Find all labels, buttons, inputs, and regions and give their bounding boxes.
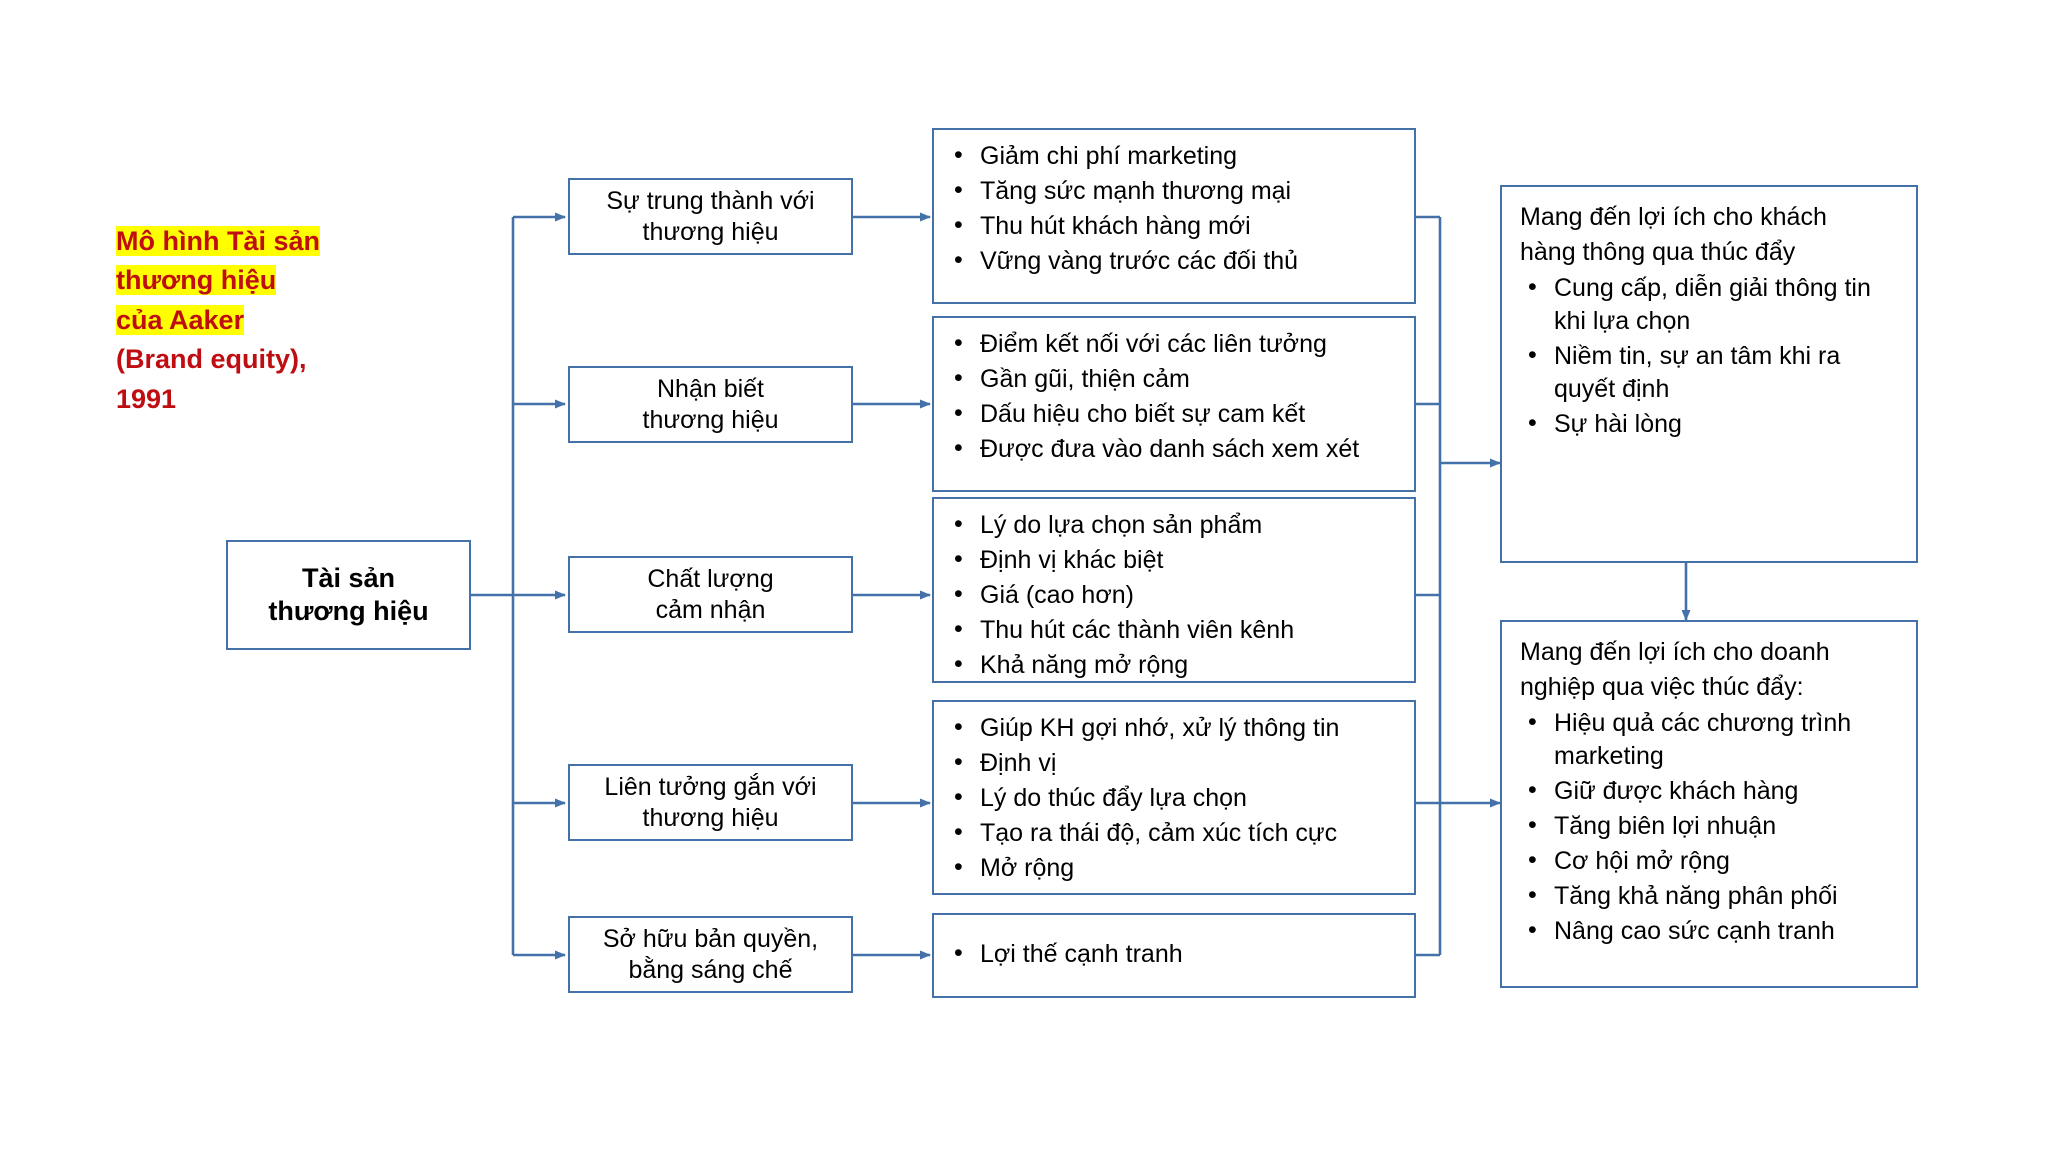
dimension-4-line-1: Liên tưởng gắn với bbox=[604, 773, 817, 801]
list-item: Nâng cao sức cạnh tranh bbox=[1520, 914, 1900, 948]
list-item: Tạo ra thái độ, cảm xúc tích cực bbox=[934, 816, 1414, 850]
diagram-title: Mô hình Tài sản thương hiệu của Aaker (B… bbox=[116, 222, 416, 419]
node-details-perceived-quality: Lý do lựa chọn sản phẩm Định vị khác biệ… bbox=[932, 497, 1416, 683]
list-item: Giá (cao hơn) bbox=[934, 578, 1414, 612]
list-item: Lý do thúc đẩy lựa chọn bbox=[934, 781, 1414, 815]
dimension-1-line-2: thương hiệu bbox=[642, 217, 779, 246]
list-item: Định vị bbox=[934, 746, 1414, 780]
outcome-2-lead-2: nghiệp qua việc thúc đẩy: bbox=[1520, 673, 1804, 702]
list-item: Giữ được khách hàng bbox=[1520, 774, 1900, 808]
dimension-1-line-1: Sự trung thành với bbox=[606, 187, 815, 215]
list-item: Hiệu quả các chương trình marketing bbox=[1520, 706, 1900, 773]
node-details-awareness: Điểm kết nối với các liên tưởng Gần gũi,… bbox=[932, 316, 1416, 492]
node-dimension-proprietary-assets: Sở hữu bản quyền, bằng sáng chế bbox=[568, 916, 853, 993]
node-dimension-associations: Liên tưởng gắn với thương hiệu bbox=[568, 764, 853, 841]
outcome-2-list: Hiệu quả các chương trình marketing Giữ … bbox=[1520, 706, 1900, 948]
list-item: Cung cấp, diễn giải thông tin khi lựa ch… bbox=[1520, 271, 1900, 338]
node-details-proprietary-assets: Lợi thế cạnh tranh bbox=[932, 913, 1416, 998]
outcome-1-lead-2: hàng thông qua thúc đẩy bbox=[1520, 238, 1796, 267]
root-line-2: thương hiệu bbox=[268, 596, 429, 626]
list-item: Tăng khả năng phân phối bbox=[1520, 879, 1900, 913]
list-item: Sự hài lòng bbox=[1520, 407, 1900, 441]
list-item: Gần gũi, thiện cảm bbox=[934, 362, 1414, 396]
node-dimension-awareness: Nhận biết thương hiệu bbox=[568, 366, 853, 443]
dimension-4-line-2: thương hiệu bbox=[642, 803, 779, 832]
dimension-5-line-2: bằng sáng chế bbox=[628, 955, 793, 984]
list-item: Lợi thế cạnh tranh bbox=[934, 937, 1414, 971]
list-item: Cơ hội mở rộng bbox=[1520, 844, 1900, 878]
list-item: Tăng sức mạnh thương mại bbox=[934, 174, 1414, 208]
node-details-loyalty: Giảm chi phí marketing Tăng sức mạnh thư… bbox=[932, 128, 1416, 304]
root-line-1: Tài sản bbox=[301, 563, 396, 594]
list-item: Dấu hiệu cho biết sự cam kết bbox=[934, 397, 1414, 431]
list-item: Khả năng mở rộng bbox=[934, 648, 1414, 682]
list-item: Thu hút các thành viên kênh bbox=[934, 613, 1414, 647]
dimension-5-line-1: Sở hữu bản quyền, bbox=[602, 925, 819, 953]
details-4-list: Giúp KH gợi nhớ, xử lý thông tin Định vị… bbox=[934, 711, 1414, 885]
node-root-brand-equity: Tài sản thương hiệu bbox=[226, 540, 471, 650]
details-1-list: Giảm chi phí marketing Tăng sức mạnh thư… bbox=[934, 139, 1414, 278]
list-item: Được đưa vào danh sách xem xét bbox=[934, 432, 1414, 466]
list-item: Vững vàng trước các đối thủ bbox=[934, 244, 1414, 278]
outcome-1-lead-1: Mang đến lợi ích cho khách bbox=[1520, 203, 1827, 231]
title-line-2: thương hiệu bbox=[116, 265, 277, 296]
outcome-2-lead-1: Mang đến lợi ích cho doanh bbox=[1520, 638, 1830, 666]
list-item: Thu hút khách hàng mới bbox=[934, 209, 1414, 243]
list-item: Điểm kết nối với các liên tưởng bbox=[934, 327, 1414, 361]
list-item: Định vị khác biệt bbox=[934, 543, 1414, 577]
details-5-list: Lợi thế cạnh tranh bbox=[934, 937, 1414, 973]
title-line-4: (Brand equity), bbox=[116, 344, 307, 375]
title-line-1: Mô hình Tài sản bbox=[116, 226, 321, 256]
list-item: Giúp KH gợi nhớ, xử lý thông tin bbox=[934, 711, 1414, 745]
dimension-3-line-2: cảm nhận bbox=[655, 595, 766, 624]
node-outcome-business-benefits: Mang đến lợi ích cho doanh nghiệp qua vi… bbox=[1500, 620, 1918, 988]
dimension-2-line-1: Nhận biết bbox=[656, 375, 765, 403]
node-dimension-loyalty: Sự trung thành với thương hiệu bbox=[568, 178, 853, 255]
outcome-1-list: Cung cấp, diễn giải thông tin khi lựa ch… bbox=[1520, 271, 1900, 441]
node-outcome-customer-benefits: Mang đến lợi ích cho khách hàng thông qu… bbox=[1500, 185, 1918, 563]
list-item: Tăng biên lợi nhuận bbox=[1520, 809, 1900, 843]
list-item: Giảm chi phí marketing bbox=[934, 139, 1414, 173]
node-details-associations: Giúp KH gợi nhớ, xử lý thông tin Định vị… bbox=[932, 700, 1416, 895]
list-item: Mở rộng bbox=[934, 851, 1414, 885]
dimension-2-line-2: thương hiệu bbox=[642, 405, 779, 434]
title-line-5: 1991 bbox=[116, 383, 177, 414]
title-line-3: của Aaker bbox=[116, 304, 245, 335]
details-3-list: Lý do lựa chọn sản phẩm Định vị khác biệ… bbox=[934, 508, 1414, 682]
list-item: Niềm tin, sự an tâm khi ra quyết định bbox=[1520, 339, 1900, 406]
dimension-3-line-1: Chất lượng bbox=[647, 565, 774, 593]
details-2-list: Điểm kết nối với các liên tưởng Gần gũi,… bbox=[934, 327, 1414, 466]
list-item: Lý do lựa chọn sản phẩm bbox=[934, 508, 1414, 542]
node-dimension-perceived-quality: Chất lượng cảm nhận bbox=[568, 556, 853, 633]
